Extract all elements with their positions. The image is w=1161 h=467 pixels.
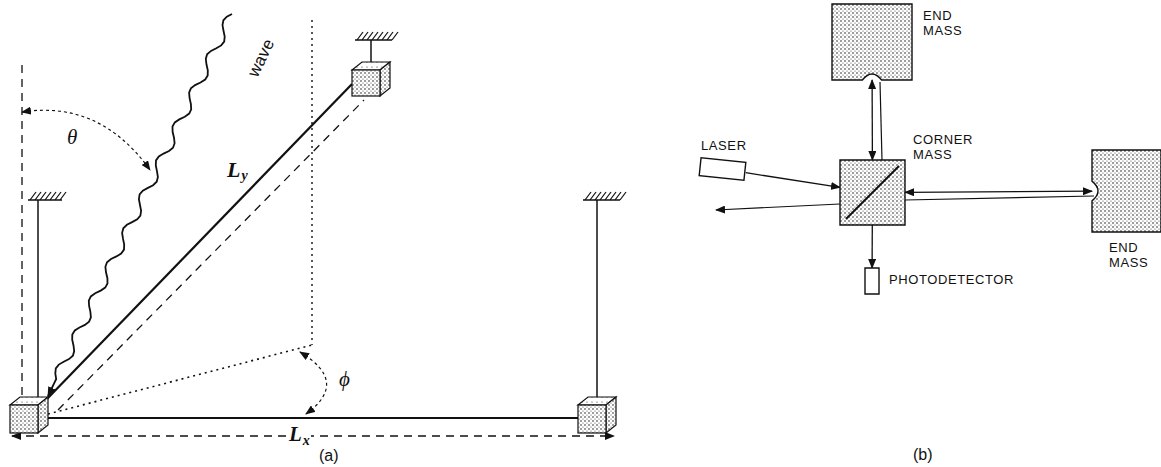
part-label: CORNER MASS (912, 132, 974, 162)
laser: LASER (700, 160, 745, 178)
panel-label: (b) (912, 446, 934, 464)
phi-arc (300, 352, 327, 414)
wave-vertical-projection (311, 20, 312, 345)
ceiling-hatch (30, 192, 36, 200)
corner-test-mass (38, 397, 48, 433)
shape-border (840, 160, 905, 225)
part-label: END MASS (922, 8, 963, 38)
end-mass: END MASS (1092, 150, 1161, 232)
shape-border (865, 268, 879, 294)
phi-label: ϕ (338, 368, 351, 391)
laser-shape (699, 158, 746, 181)
y-arm (46, 84, 352, 400)
x-test-mass (578, 405, 606, 433)
ceiling-hatch (30, 32, 626, 200)
ceiling-hatch (372, 32, 378, 40)
ceiling-hatch (590, 192, 596, 200)
length-label: L (226, 158, 241, 182)
end-mass: END MASS (832, 4, 912, 80)
laser-beam (716, 204, 840, 210)
ceiling-hatch (605, 192, 611, 200)
y-test-mass (352, 62, 390, 96)
wave-ground-projection (48, 345, 312, 414)
x-length-dashed (12, 435, 614, 436)
shape-outline (865, 268, 879, 294)
corner-mass-shape (840, 160, 905, 225)
vertical-reference (21, 65, 22, 395)
x-test-mass (606, 397, 616, 433)
length-subscript: x (302, 433, 311, 448)
part-label: LASER (700, 138, 748, 153)
shape-outline (1092, 150, 1161, 232)
theta-arc (22, 110, 150, 170)
ceiling-hatch (60, 192, 66, 200)
panel-label: (a) (318, 447, 340, 465)
ceiling-hatch (45, 192, 51, 200)
ceiling-hatch (600, 192, 606, 200)
x-test-mass (578, 397, 616, 433)
ceiling-hatch (35, 192, 41, 200)
ceiling-hatch (50, 192, 56, 200)
ceiling-hatch (367, 32, 373, 40)
ceiling-hatch (382, 32, 388, 40)
ceiling-hatch (362, 32, 368, 40)
ceiling-hatch (620, 192, 626, 200)
theta-label: θ (66, 126, 78, 149)
suspension-hanger (583, 199, 620, 201)
suspension-hanger (355, 39, 392, 41)
corner-mass: CORNER MASS (840, 160, 905, 225)
shape-border (832, 4, 912, 80)
corner-test-mass (10, 405, 38, 433)
part-label: PHOTODETECTOR (888, 272, 1015, 287)
length-subscript: y (240, 168, 248, 183)
ceiling-hatch (357, 32, 363, 40)
ceiling-hatch (55, 192, 61, 200)
photodetector: PHOTODETECTOR (865, 268, 879, 294)
part-label: END MASS (1108, 240, 1149, 270)
wave-label: wave (244, 35, 279, 81)
laser-beam (880, 82, 882, 160)
laser-beam (905, 191, 1092, 192)
y-test-mass (352, 70, 380, 96)
ceiling-hatch (392, 32, 398, 40)
shape-border (699, 158, 746, 181)
shape-border (1092, 150, 1161, 232)
beam-splitter (846, 166, 899, 219)
suspension-hanger (37, 200, 39, 399)
gravitational-wave (48, 14, 232, 396)
shape-outline (699, 158, 746, 181)
x-arm (48, 417, 578, 419)
ceiling-hatch (377, 32, 383, 40)
suspension-hanger (596, 200, 598, 401)
ceiling-hatch (387, 32, 393, 40)
length-label: L (288, 423, 303, 446)
laser-beam (746, 173, 840, 188)
laser-beam (905, 196, 1094, 200)
y-test-mass (380, 62, 390, 96)
ceiling-hatch (610, 192, 616, 200)
shape-outline (832, 4, 912, 80)
ceiling-hatch (585, 192, 591, 200)
suspension-hanger (28, 40, 620, 401)
ceiling-hatch (40, 192, 46, 200)
ceiling-hatch (615, 192, 621, 200)
end-mass-shape (832, 4, 912, 80)
corner-test-mass (10, 397, 48, 433)
ceiling-hatch (595, 192, 601, 200)
shape-outline (840, 160, 905, 225)
laser-beam (871, 80, 873, 160)
laser-beam (871, 225, 873, 268)
y-length-dashed (58, 100, 364, 410)
photodetector-shape (865, 268, 879, 294)
end-mass-shape (1092, 150, 1161, 232)
